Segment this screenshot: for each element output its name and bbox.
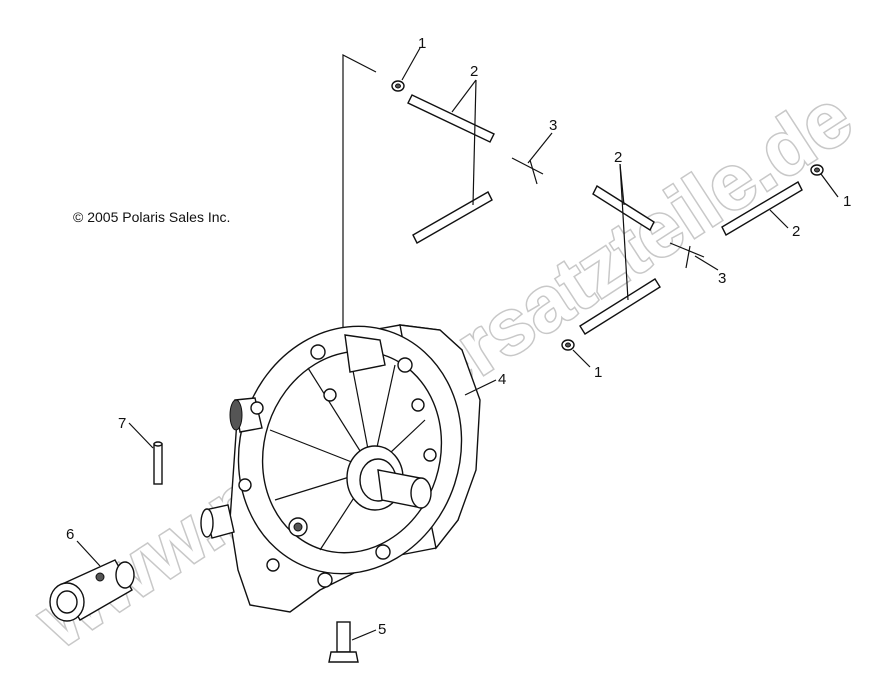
part-1-nut-lower [561,339,575,351]
callout-5: 5 [378,621,386,638]
callout-7: 7 [118,415,126,432]
callout-4: 4 [498,371,506,388]
leader-lines [76,47,839,641]
part-2-rod-c [592,184,655,232]
part-2-rod-a [407,94,495,143]
part-5-bolt [328,621,359,663]
part-4-gearcase [200,324,481,613]
callout-2-right: 2 [792,223,800,240]
part-3-cross-fitting-b [669,242,705,269]
callout-1-top: 1 [418,35,426,52]
callout-1-right: 1 [843,193,851,210]
callout-2-middle: 2 [614,149,622,166]
part-1-nut-top [391,80,405,92]
callout-2-top: 2 [470,63,478,80]
assembly-leader-line [342,54,377,335]
part-2-rod-d [579,278,661,335]
callout-6: 6 [66,526,74,543]
part-7-pin [153,441,163,485]
callout-1-lower: 1 [594,364,602,381]
copyright-notice: © 2005 Polaris Sales Inc. [73,209,230,225]
part-2-rod-e [721,181,803,236]
part-2-rod-b [412,191,493,244]
callout-3-right: 3 [718,270,726,287]
callout-3-top: 3 [549,117,557,134]
part-1-nut-right [810,164,824,176]
part-6-coupler [49,559,135,622]
part-3-cross-fitting-a [511,157,544,185]
